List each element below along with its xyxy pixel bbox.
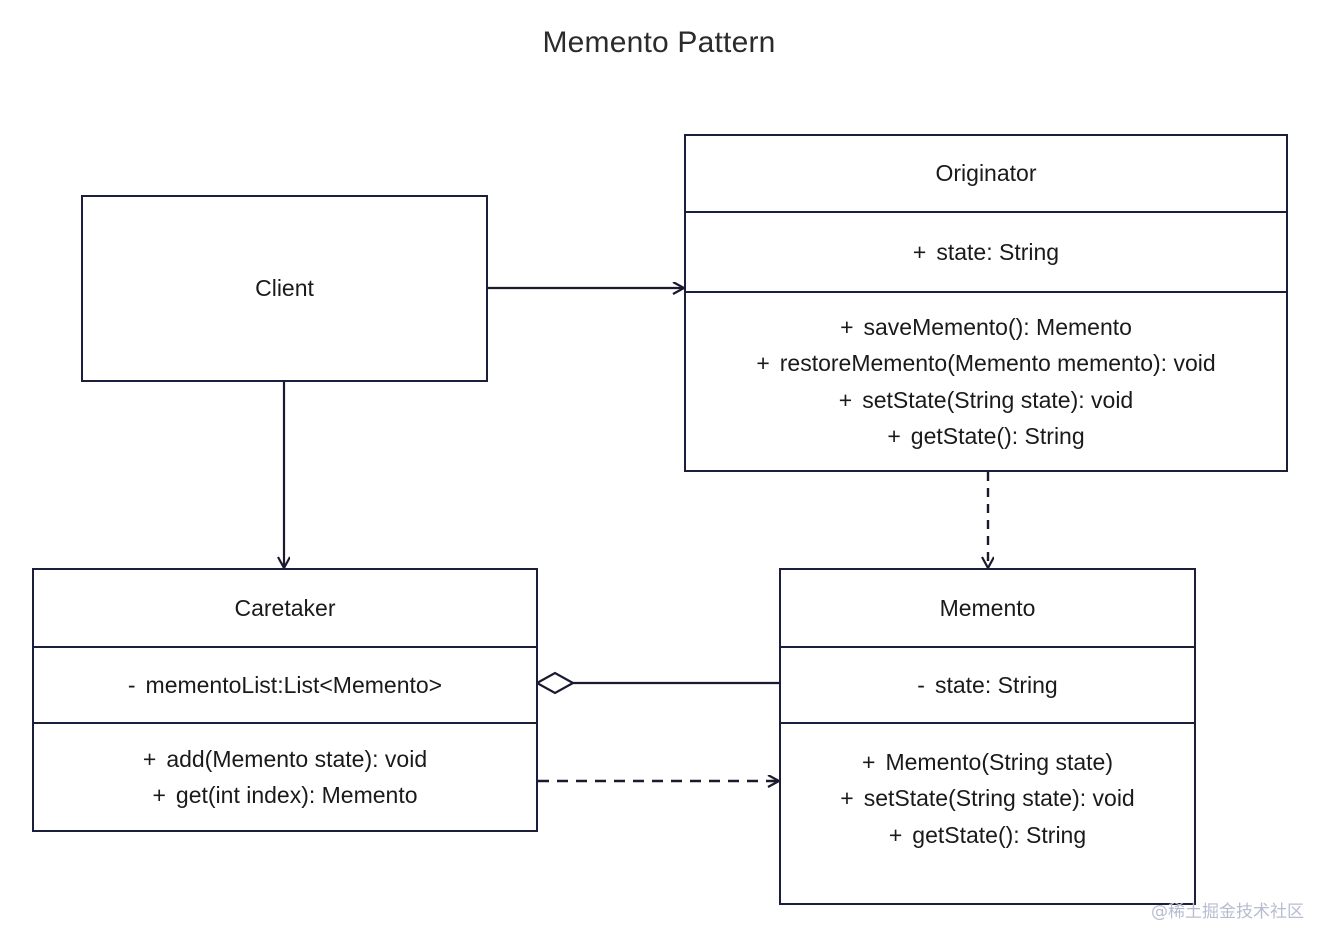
- visibility-marker: -: [917, 671, 925, 698]
- uml-class-memento[interactable]: Memento -state: String + Memento(String s…: [779, 568, 1196, 905]
- caretaker-method: + get(int index): Memento: [152, 777, 417, 813]
- method-signature: saveMemento(): Memento: [863, 313, 1132, 340]
- method-signature: setState(String state): void: [862, 386, 1134, 413]
- visibility-marker: +: [912, 238, 927, 265]
- method-signature: getState(): String: [910, 422, 1085, 449]
- originator-class-name: Originator: [935, 160, 1037, 186]
- visibility-marker: -: [127, 671, 136, 698]
- client-class-name: Client: [255, 275, 314, 301]
- method-signature: get(int index): Memento: [175, 782, 418, 808]
- visibility-marker: +: [862, 749, 876, 775]
- visibility-marker: +: [888, 821, 903, 848]
- caretaker-name-compartment: Caretaker: [34, 570, 536, 646]
- visibility-marker: +: [840, 785, 854, 812]
- method-signature: restoreMemento(Memento memento): void: [779, 350, 1216, 377]
- caretaker-class-name: Caretaker: [234, 594, 336, 621]
- originator-method: + setState(String state): void: [839, 382, 1133, 418]
- uml-class-caretaker[interactable]: Caretaker -mementoList:List<Memento> +ad…: [32, 568, 538, 832]
- aggregation-diamond: [534, 671, 576, 695]
- originator-method: + saveMemento(): Memento: [840, 309, 1132, 345]
- attribute-signature: state: String: [936, 238, 1060, 265]
- watermark: @稀土掘金技术社区: [1151, 902, 1304, 922]
- caretaker-attribute: -mementoList:List<Memento>: [128, 667, 442, 703]
- visibility-marker: +: [838, 386, 853, 413]
- memento-method: + Memento(String state): [862, 744, 1113, 780]
- caretaker-method: + add(Memento state): void: [143, 741, 427, 777]
- uml-class-client[interactable]: Client: [81, 195, 488, 382]
- attribute-signature: mementoList:List<Memento>: [145, 671, 443, 698]
- memento-class-name: Memento: [939, 594, 1036, 621]
- originator-method: + restoreMemento(Memento memento): void: [756, 345, 1215, 381]
- caretaker-attributes-compartment: -mementoList:List<Memento>: [34, 646, 536, 722]
- visibility-marker: +: [142, 745, 157, 772]
- originator-method: + getState(): String: [887, 418, 1084, 454]
- caretaker-methods-compartment: +add(Memento state): void +get(int index…: [34, 722, 536, 830]
- originator-attribute: + state: String: [913, 234, 1059, 270]
- originator-methods-compartment: + saveMemento(): Memento + restoreMemento(…: [686, 291, 1286, 470]
- memento-attributes-compartment: -state: String: [781, 646, 1194, 722]
- visibility-marker: +: [756, 350, 770, 377]
- visibility-marker: +: [887, 422, 901, 449]
- method-signature: getState(): String: [912, 821, 1087, 848]
- page-title: Memento Pattern: [542, 26, 776, 59]
- visibility-marker: +: [840, 313, 854, 340]
- uml-class-originator[interactable]: Originator + state: String + saveMemento()…: [684, 134, 1288, 472]
- method-signature: setState(String state): void: [863, 785, 1135, 812]
- memento-name-compartment: Memento: [781, 570, 1194, 646]
- attribute-signature: state: String: [934, 671, 1058, 698]
- memento-method: + setState(String state): void: [840, 780, 1134, 816]
- method-signature: Memento(String state): [885, 749, 1113, 775]
- edge-caretaker-aggregates-memento: [534, 671, 779, 695]
- client-name-compartment: Client: [83, 197, 486, 380]
- visibility-marker: +: [152, 782, 166, 808]
- originator-attributes-compartment: + state: String: [686, 211, 1286, 291]
- memento-method: + getState(): String: [889, 817, 1086, 853]
- memento-attribute: -state: String: [917, 667, 1057, 703]
- memento-methods-compartment: + Memento(String state) + setState(String …: [781, 722, 1194, 903]
- method-signature: add(Memento state): void: [166, 745, 428, 772]
- originator-name-compartment: Originator: [686, 136, 1286, 211]
